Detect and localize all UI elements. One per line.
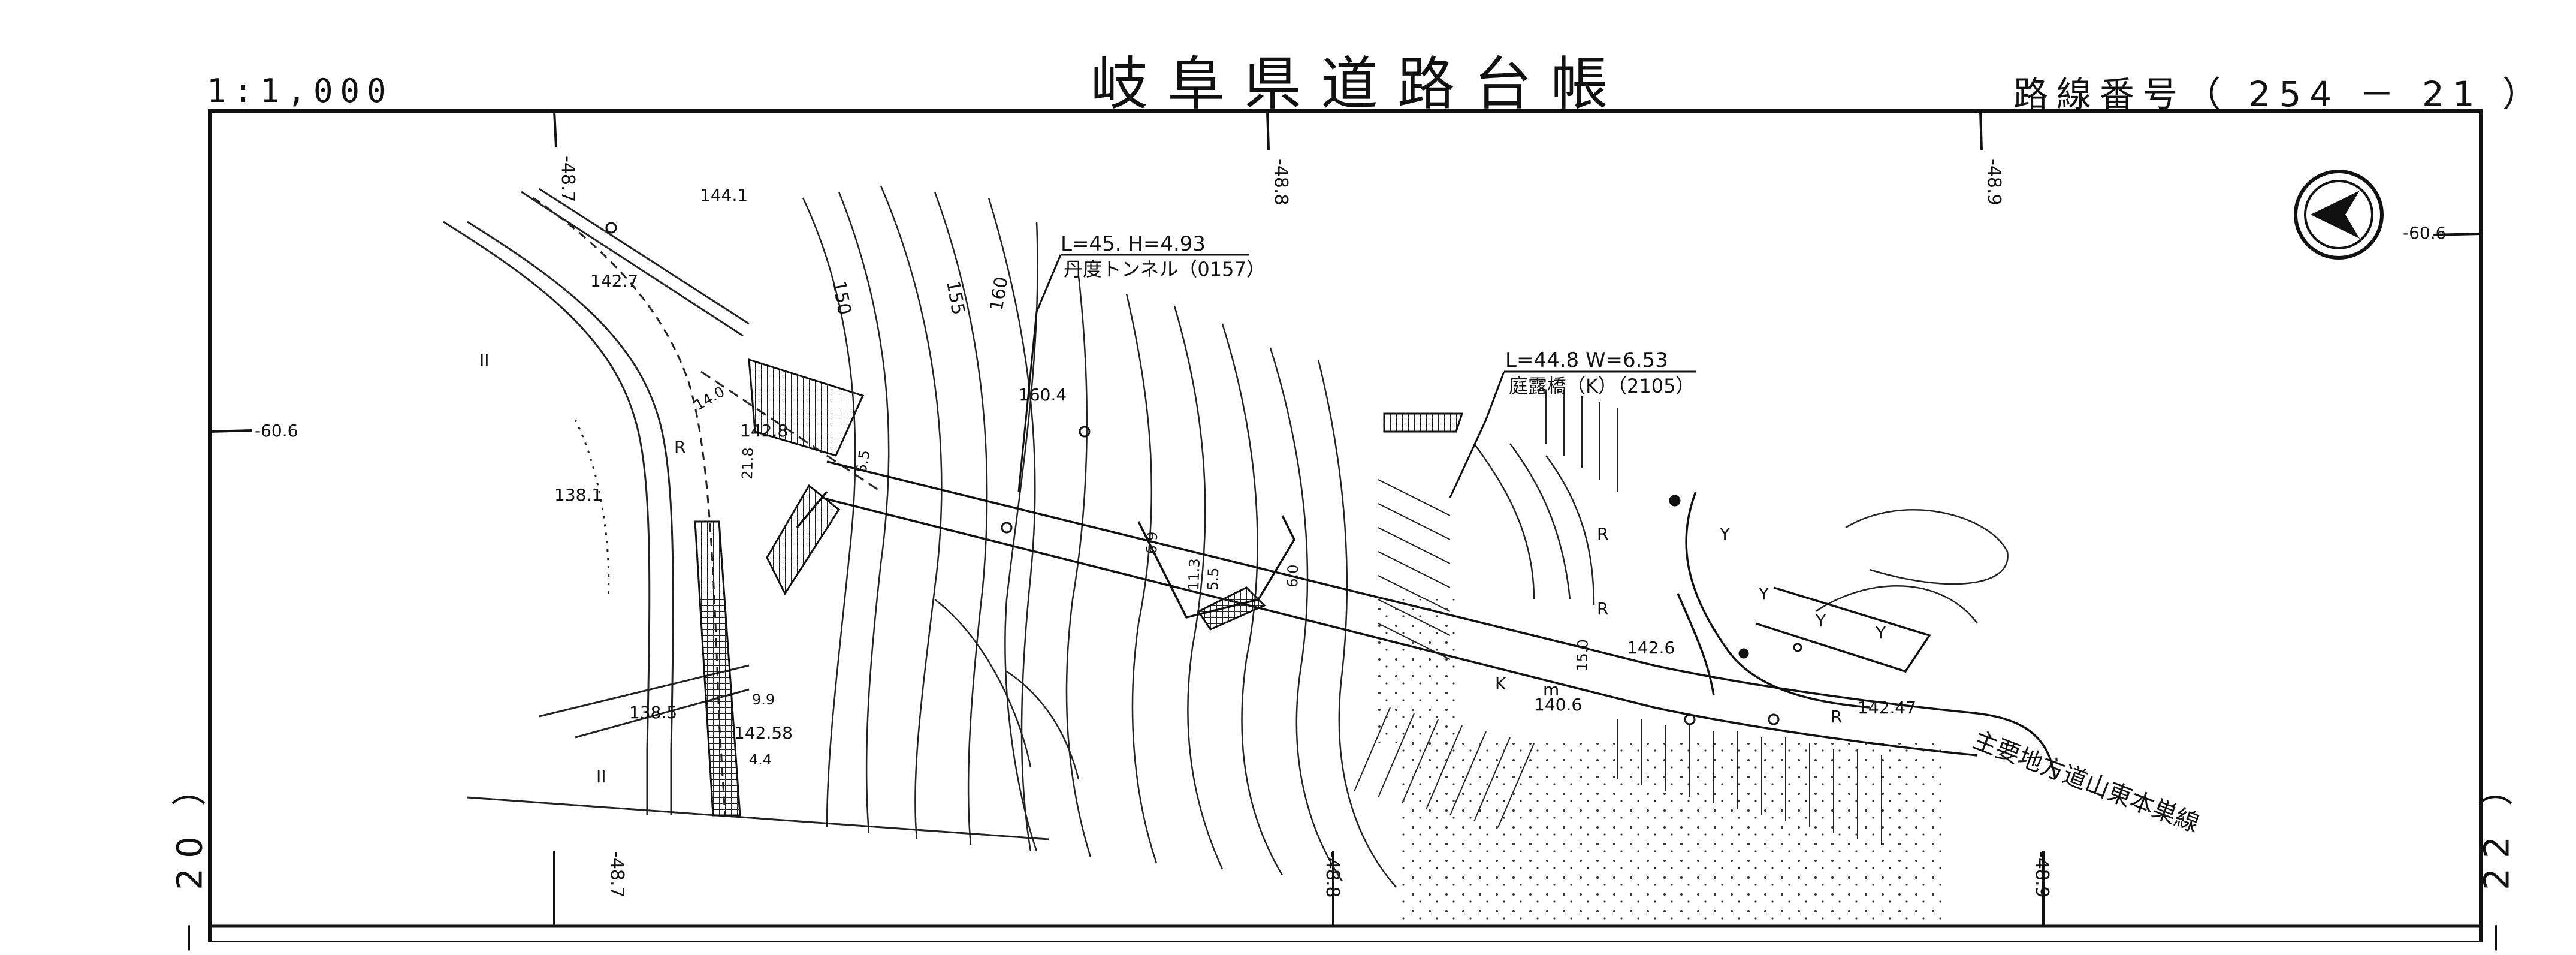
- grid-label-bottom-3: -48.9: [2031, 851, 2052, 898]
- stippled-ground-2: [1378, 599, 1456, 743]
- grid-label-top-3: -48.9: [1983, 159, 2004, 206]
- symbol-r-1: R: [674, 437, 685, 457]
- dim-7: 5.5: [1204, 567, 1222, 591]
- contour-160: 160: [986, 275, 1012, 312]
- grid-label-right: -60.6: [2403, 223, 2446, 243]
- symbol-r-2: R: [1597, 524, 1608, 544]
- elevation-5: 138.5: [629, 703, 677, 722]
- main-road: [820, 460, 2056, 780]
- route-number: 路線番号（ 254 － 21 ）: [2013, 74, 2546, 115]
- symbol-m: m: [1543, 680, 1559, 700]
- grid-ticks-top: [209, 110, 2481, 926]
- elevation-3: 142.8: [740, 421, 788, 441]
- dim-4: 9.9: [752, 691, 775, 708]
- grid-label-top-2: -48.8: [1270, 159, 1291, 206]
- scale-label: 1:1,000: [207, 72, 394, 110]
- elevation-4: 138.1: [554, 485, 602, 505]
- contour-labels: 150 155 160: [828, 275, 1013, 317]
- dim-8: 6.0: [1284, 564, 1301, 588]
- dim-10: 15.0: [1574, 639, 1591, 671]
- tunnel-dimensions: L=45. H=4.93: [1061, 232, 1206, 256]
- grid-label-top-1: -48.7: [557, 156, 578, 203]
- dim-2: 5.5: [853, 449, 873, 474]
- elevation-9: 142.47: [1858, 698, 1916, 718]
- tunnel-name: 丹度トンネル（0157）: [1064, 258, 1266, 281]
- dim-5: 4.4: [749, 751, 772, 768]
- symbol-ii-2: II: [596, 767, 606, 787]
- bridge-dimensions: L=44.8 W=6.53: [1505, 348, 1668, 372]
- stippled-ground: [1402, 743, 1941, 923]
- elevation-1: 144.1: [700, 185, 748, 205]
- elevation-7: 160.4: [1019, 385, 1067, 405]
- dimension-labels: 21.8 5.5 14.0 9.9 4.4 11.3 5.5 6.0 6.9 1…: [691, 383, 1591, 768]
- dim-6: 11.3: [1185, 558, 1203, 591]
- callout-leaders: [1017, 254, 1696, 498]
- map-frame: [208, 109, 2483, 942]
- dim-3: 14.0: [691, 383, 727, 414]
- elevation-10: 140.6: [1534, 695, 1582, 715]
- symbol-k: K: [1495, 674, 1506, 694]
- contour-lines: [802, 185, 2009, 888]
- symbol-y-3: Y: [1815, 611, 1826, 631]
- map-symbol-labels: R R R R Y Y Y Y II II K m: [479, 350, 1886, 787]
- road-name-label: 主要地方道山東本巣線: [1969, 726, 2203, 837]
- symbol-y-1: Y: [1719, 524, 1731, 544]
- north-arrow-icon: [2294, 170, 2384, 260]
- utility-markers: [605, 222, 1802, 725]
- retaining-walls: [694, 358, 1464, 817]
- grid-label-bottom-1: -48.7: [606, 851, 627, 898]
- elevation-8: 142.6: [1627, 638, 1675, 658]
- symbol-r-3: R: [1597, 599, 1608, 619]
- bridge-name: 庭露橋（K）（2105）: [1509, 375, 1695, 397]
- sheet-title: 岐阜県道路台帳: [1091, 50, 1627, 118]
- symbol-y-2: Y: [1758, 584, 1769, 604]
- grid-label-left: -60.6: [255, 421, 298, 441]
- tunnel-portals: [796, 490, 1295, 619]
- symbol-r-4: R: [1831, 707, 1842, 727]
- dim-9: 6.9: [1143, 531, 1161, 555]
- contour-150: 150: [828, 279, 854, 316]
- grid-label-bottom-2: -48.8: [1322, 851, 1343, 898]
- symbol-y-4: Y: [1875, 623, 1886, 643]
- elevation-labels: 144.1 142.7 142.8 138.1 138.5 142.58 160…: [554, 185, 1916, 743]
- dim-1: 21.8: [739, 447, 757, 480]
- elevation-6: 142.58: [734, 723, 793, 743]
- symbol-ii-1: II: [479, 350, 490, 370]
- elevation-2: 142.7: [590, 271, 638, 291]
- contour-155: 155: [942, 279, 968, 316]
